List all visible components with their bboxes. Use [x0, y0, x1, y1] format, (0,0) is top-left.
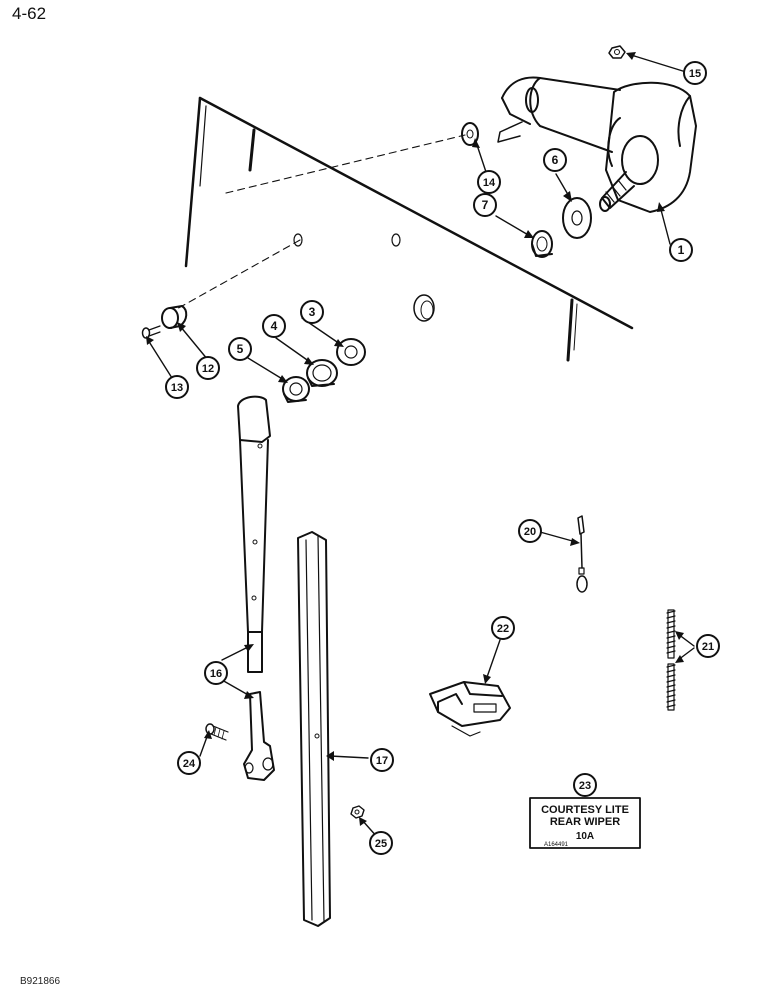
callout-3: 3 — [300, 300, 324, 324]
svg-text:16: 16 — [210, 668, 222, 680]
svg-text:13: 13 — [171, 382, 183, 394]
callout-5: 5 — [228, 337, 252, 361]
svg-text:24: 24 — [183, 758, 196, 770]
svg-text:21: 21 — [702, 641, 714, 653]
label-plate-line-3: 10A — [576, 831, 594, 842]
callout-13: 13 — [165, 375, 189, 399]
label-plate-line-2: REAR WIPER — [550, 816, 620, 828]
svg-text:4: 4 — [271, 319, 278, 333]
svg-text:3: 3 — [309, 305, 316, 319]
svg-text:5: 5 — [237, 342, 244, 356]
callout-7: 7 — [473, 193, 497, 217]
callout-1: 1 — [669, 238, 693, 262]
svg-text:23: 23 — [579, 780, 591, 792]
callout-17: 17 — [370, 748, 394, 772]
svg-text:6: 6 — [552, 153, 559, 167]
spring-21 — [666, 609, 676, 711]
callout-15: 15 — [683, 61, 707, 85]
svg-text:20: 20 — [524, 526, 536, 538]
callout-21: 21 — [696, 634, 720, 658]
callout-24: 24 — [177, 751, 201, 775]
svg-text:17: 17 — [376, 755, 388, 767]
label-plate-23 — [529, 797, 641, 849]
svg-text:1: 1 — [678, 243, 685, 257]
wiper-blade-17 — [297, 531, 331, 927]
nut-25 — [350, 805, 365, 819]
figure-code: B921866 — [20, 976, 61, 987]
spacer-7 — [531, 230, 553, 258]
screw-13 — [141, 325, 161, 339]
rear-window-panel — [184, 96, 634, 362]
nut-15 — [608, 45, 626, 59]
svg-text:15: 15 — [689, 68, 701, 80]
svg-text:12: 12 — [202, 363, 214, 375]
label-plate-code: A164491 — [544, 842, 569, 848]
svg-text:25: 25 — [375, 838, 387, 850]
svg-text:22: 22 — [497, 623, 509, 635]
label-plate-line-1: COURTESY LITE — [541, 804, 629, 816]
svg-text:7: 7 — [482, 198, 489, 212]
callout-6: 6 — [543, 148, 567, 172]
callout-16: 16 — [204, 661, 228, 685]
washer-3 — [336, 338, 366, 366]
page-number: 4-62 — [12, 4, 47, 23]
callout-25: 25 — [369, 831, 393, 855]
callout-22: 22 — [491, 616, 515, 640]
washer-6 — [562, 197, 592, 239]
callout-12: 12 — [196, 356, 220, 380]
terminal-wire-20 — [576, 515, 588, 593]
grommet-4 — [306, 359, 338, 387]
callout-4: 4 — [262, 314, 286, 338]
washer-14 — [461, 122, 479, 146]
wiper-motor — [497, 76, 697, 213]
callout-14: 14 — [477, 170, 501, 194]
wiper-arm-adapter-16 — [243, 691, 275, 781]
wiper-arm-16 — [237, 395, 271, 673]
callout-20: 20 — [518, 519, 542, 543]
callout-23: 23 — [573, 773, 597, 797]
nut-5 — [282, 376, 310, 403]
svg-text:14: 14 — [483, 177, 496, 189]
fuse-22 — [429, 681, 511, 737]
